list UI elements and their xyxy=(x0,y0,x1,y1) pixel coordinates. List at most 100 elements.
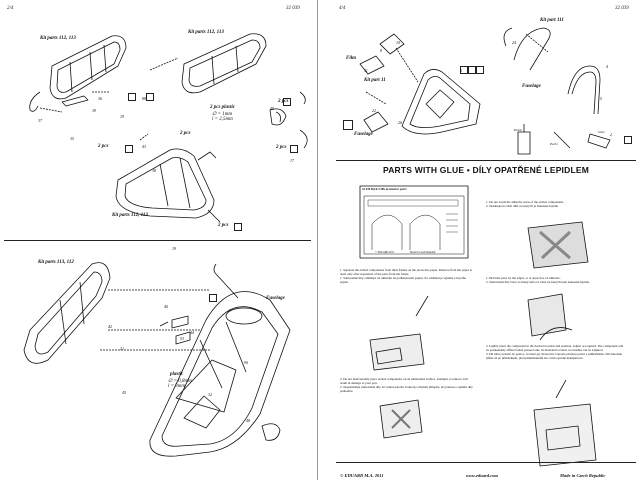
part-number: 5 xyxy=(600,96,602,101)
part-number: 53 xyxy=(180,336,184,341)
step-illustration-separate xyxy=(369,295,429,371)
photo-etched-fret xyxy=(359,185,469,259)
part-number: 8 xyxy=(380,48,382,53)
step-illustration-hold xyxy=(527,293,573,341)
page-code-right: 32 039 xyxy=(615,6,629,11)
part-number: 35 xyxy=(70,136,74,141)
label-fuselage: Fuselage xyxy=(522,84,541,89)
part-number: 24 xyxy=(512,40,516,45)
label-kit-part: Kit part 11 xyxy=(364,78,386,83)
label-pcs: 2 pcs xyxy=(180,131,191,136)
label-paint: Paint xyxy=(514,128,522,132)
label-fuselage: Fuselage xyxy=(266,296,285,301)
part-number: 48 xyxy=(246,418,250,423)
label-kit-part: Kit part 111 xyxy=(540,18,564,23)
part-number: 32 xyxy=(208,392,212,397)
label-fuselage: Fuselage xyxy=(354,132,373,137)
label-plastic: plastic xyxy=(170,372,184,377)
part-number: 17 xyxy=(290,158,294,163)
part-number: 88 xyxy=(142,96,146,101)
canopy-part-bottom xyxy=(23,262,210,364)
part-number: 2 xyxy=(610,132,612,137)
bend-icon xyxy=(146,93,154,101)
part-number: 40 xyxy=(164,304,168,309)
part-number: 44 xyxy=(190,330,194,335)
step-illustration-wrong-place xyxy=(379,399,423,439)
part-number: 26 xyxy=(398,120,402,125)
part-number: 19 xyxy=(172,246,176,251)
check-icon xyxy=(283,98,291,106)
check-icon xyxy=(125,145,133,153)
part-number: 6 xyxy=(460,68,462,73)
page-code-left: 32 039 xyxy=(286,6,300,11)
paint-icon xyxy=(343,120,353,130)
check-icon xyxy=(468,66,476,74)
label-kit-parts: Kit parts 113, 112 xyxy=(38,260,74,265)
part-number: 11 xyxy=(364,68,368,73)
label-plastic-diameter: ∅ = 1mm xyxy=(212,112,232,117)
step-text: 2. Do not inadvertently place etched com… xyxy=(340,377,473,393)
label-plastic-length: l = 3mm xyxy=(168,384,185,389)
label-pcs: 2 pcs xyxy=(98,144,109,149)
page-number-left: 2/4 xyxy=(7,6,14,11)
part-number: 37 xyxy=(38,118,42,123)
canopy-frame-parts xyxy=(503,27,601,115)
part-number: 49 xyxy=(270,106,274,111)
part-number: 4 xyxy=(606,64,608,69)
label-plastic: 2 pcs plastic xyxy=(210,105,235,110)
part-number: 42 xyxy=(108,324,112,329)
label-plastic-diameter: ∅ = 0,8mm xyxy=(168,379,192,384)
cockpit-top-view xyxy=(359,33,481,135)
step-text: 1. Do not touch the adhesive areas of th… xyxy=(486,200,565,208)
fret-caption: 32 039 Bark 5 Mk.Ia interior part1 xyxy=(362,187,407,191)
step-text: 1. Hold the parts by the edges, or at ar… xyxy=(486,276,590,284)
glue-icon xyxy=(460,66,468,74)
label-kit-parts: Kit parts 112, 113 xyxy=(188,30,224,35)
part-number: 21 xyxy=(120,346,124,351)
footer-rule xyxy=(336,462,636,463)
label-parts: Parts xyxy=(550,142,558,146)
check-icon xyxy=(209,294,217,302)
part-number: 90 xyxy=(244,360,248,365)
check-icon xyxy=(128,93,136,101)
step-illustration-place xyxy=(533,379,597,467)
part-number: 22 xyxy=(372,108,376,113)
part-number: 19 xyxy=(120,114,124,119)
check-icon xyxy=(290,145,298,153)
label-film: Film xyxy=(346,56,357,61)
paint-steps xyxy=(517,124,611,155)
step-text: 3. Lightly place the component in the de… xyxy=(486,344,624,360)
fret-made: Made in Czech Republic xyxy=(410,251,436,254)
section-divider xyxy=(4,240,311,241)
page-number-right: 4/4 xyxy=(339,6,346,11)
part-number: 43 xyxy=(142,144,146,149)
section-divider xyxy=(336,160,636,161)
label-pcs: 2 pcs xyxy=(278,99,289,104)
footer-made: Made in Czech Republic xyxy=(560,473,606,478)
part-number: 39 xyxy=(92,108,96,113)
check-icon xyxy=(624,136,632,144)
footer-copyright: © EDUARD M.A. 2011 xyxy=(340,473,384,478)
canopy-part-top-right xyxy=(149,33,308,149)
canopy-part-top-left xyxy=(29,35,127,113)
label-glue: Glue xyxy=(598,130,605,134)
label-kit-parts: Kit parts 112, 113 xyxy=(40,36,76,41)
footer-url: www.eduard.com xyxy=(466,473,498,478)
step-text: 1. Separate the etched components from t… xyxy=(340,268,472,284)
fret-brand: © EDUARD 2011 xyxy=(375,251,395,254)
check-icon xyxy=(234,223,242,231)
part-number: 10 xyxy=(396,40,400,45)
part-number: 36 xyxy=(98,96,102,101)
magnifier-icon xyxy=(476,66,484,74)
label-pcs: 2 pcs xyxy=(276,145,287,150)
page-divider xyxy=(317,0,318,480)
label-pcs: 2 pcs xyxy=(218,223,229,228)
parts-with-glue-banner: PARTS WITH GLUE • DÍLY OPATŘENÉ LEPIDLEM xyxy=(382,165,589,175)
label-plastic-length: l = 2,5mm xyxy=(212,117,233,122)
step-illustration-cross xyxy=(527,221,589,269)
label-kit-parts: Kit parts 112, 113 xyxy=(112,213,148,218)
part-number: 38 xyxy=(152,168,156,173)
canopy-part-middle xyxy=(115,133,221,223)
